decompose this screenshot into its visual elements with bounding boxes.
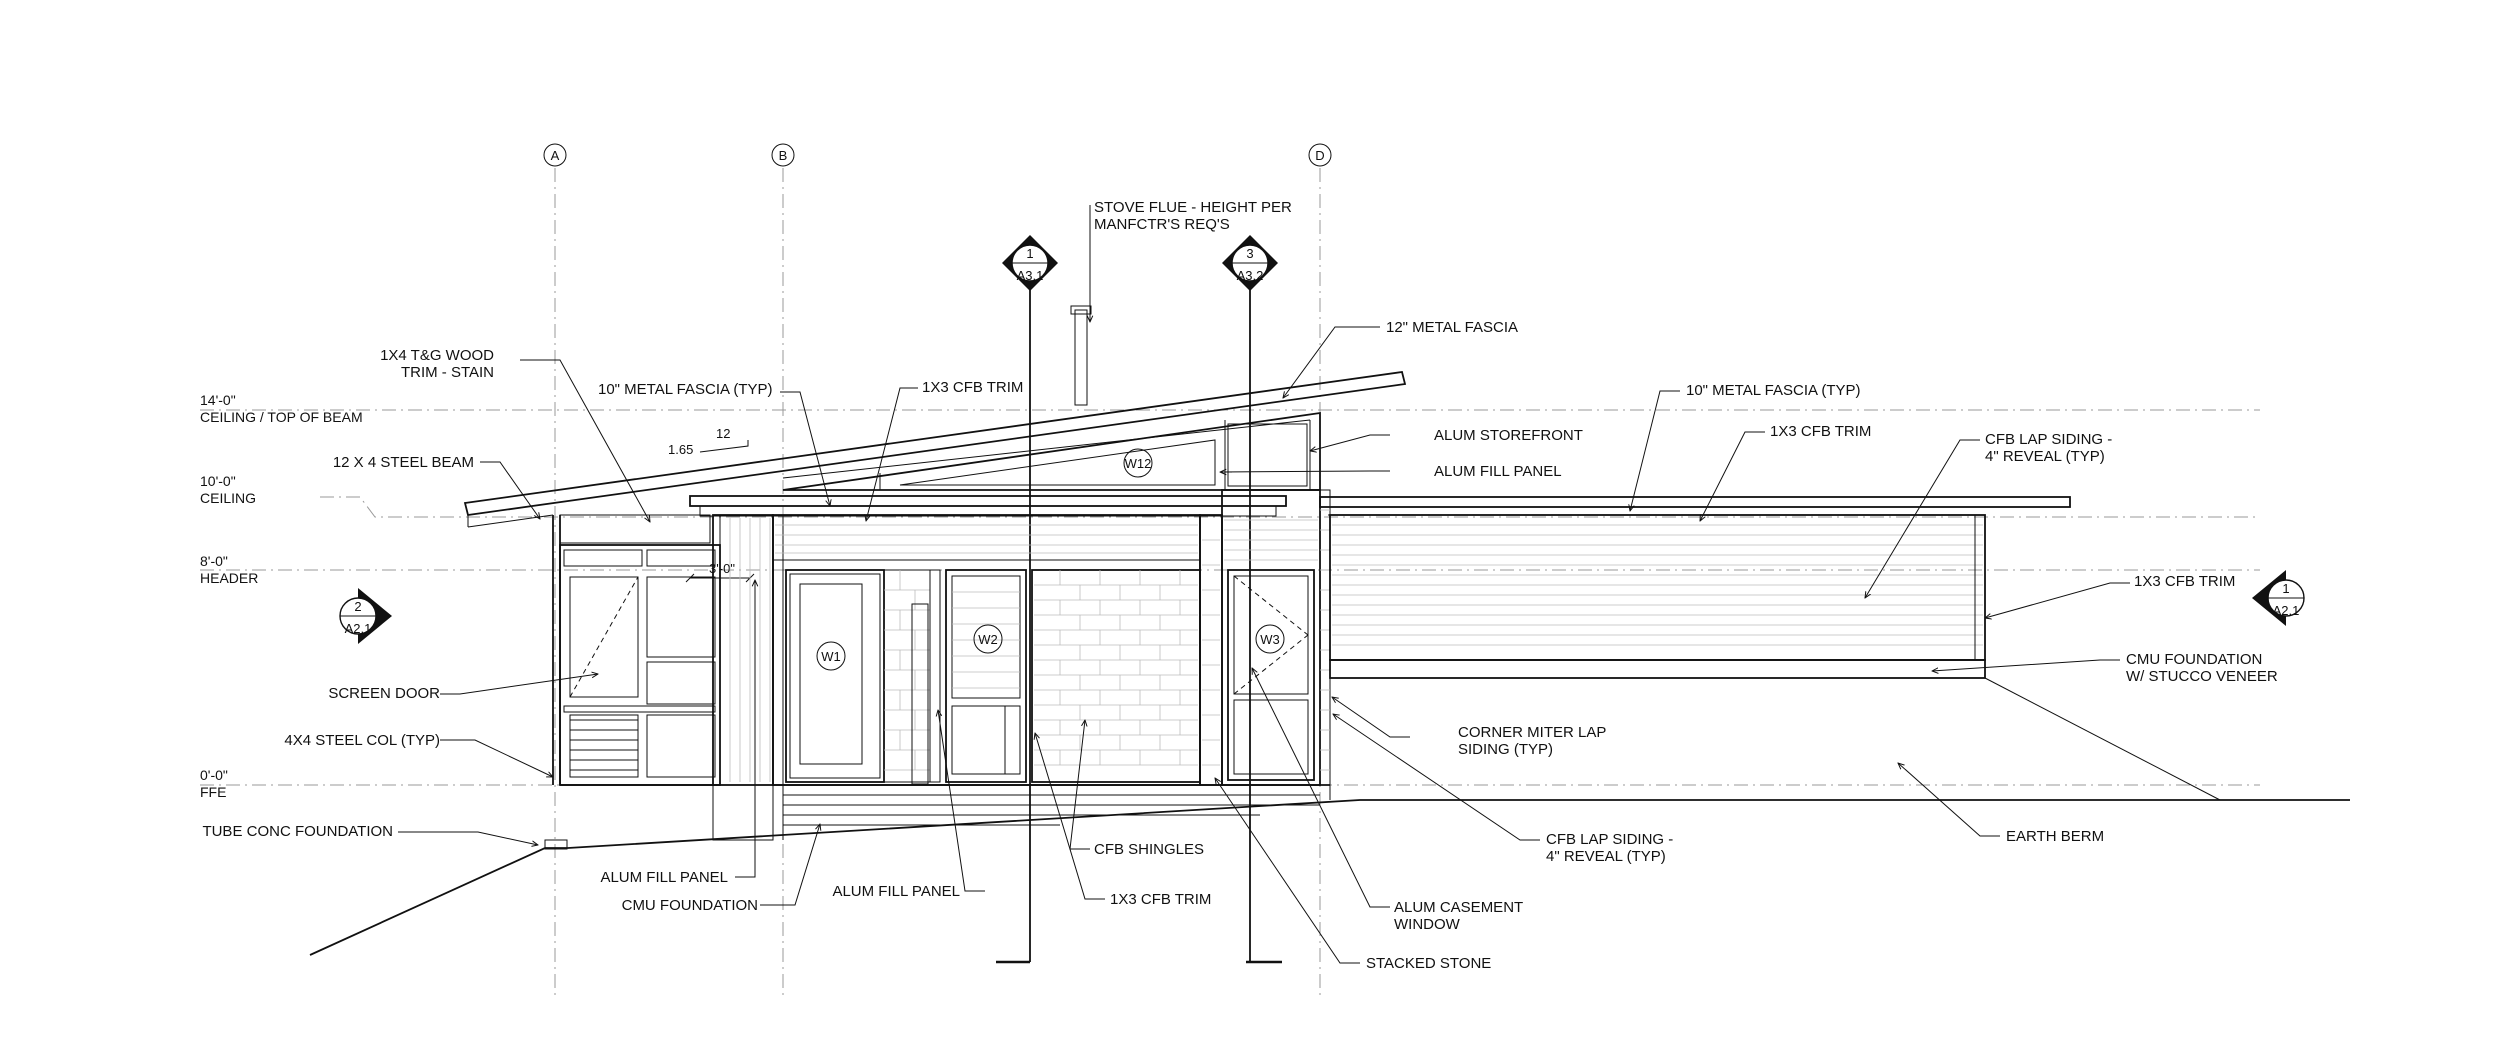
window-tag-w2: W2 — [973, 624, 1003, 654]
level-8-elevation: 8'-0" — [200, 553, 228, 569]
label-cmu-stucco-line-2: W/ STUCCO VENEER — [2126, 668, 2278, 685]
cfb-shingle-pattern — [1034, 570, 1198, 766]
level-0-name: FFE — [200, 784, 226, 800]
label-tube-conc-foundation: TUBE CONC FOUNDATION — [202, 823, 393, 840]
level-14-elevation: 14'-0" — [200, 392, 236, 408]
grid-label-d: D — [1315, 148, 1324, 163]
grid-bubble-b: B — [771, 143, 795, 167]
label-cmu-foundation: CMU FOUNDATION — [622, 897, 758, 914]
section-marker-sheet: A3.2 — [1237, 268, 1264, 283]
slope-run: 12 — [716, 426, 730, 441]
clerestory-storefront — [782, 411, 1321, 491]
label-alum-casement-line-1: ALUM CASEMENT — [1394, 899, 1523, 916]
elevation-marker-2-a2-1[interactable]: 2 A2.1 — [339, 588, 392, 644]
label-wood-trim-line-2: TRIM - STAIN — [401, 364, 494, 381]
label-10-metal-fascia-right: 10" METAL FASCIA (TYP) — [1686, 382, 1861, 399]
label-wood-trim-line-1: 1X4 T&G WOOD — [380, 347, 494, 364]
label-stove-flue-line-1: STOVE FLUE - HEIGHT PER — [1094, 199, 1292, 216]
window-tag-w2-label: W2 — [978, 632, 998, 647]
level-10-name: CEILING — [200, 490, 256, 506]
right-wing-fascia — [1319, 496, 2071, 516]
label-12-metal-fascia: 12" METAL FASCIA — [1386, 319, 1518, 336]
center-fascia — [689, 495, 1287, 517]
elevation-marker-number: 1 — [2282, 581, 2289, 596]
elevation-marker-sheet: A2.1 — [345, 621, 372, 636]
w2-stone-pattern — [952, 591, 1020, 689]
section-marker-1-a3-1[interactable]: 1 A3.1 — [1002, 235, 1058, 291]
right-wing-wall — [1329, 514, 1986, 679]
window-tag-w3-label: W3 — [1260, 632, 1280, 647]
section-marker-number: 3 — [1246, 246, 1253, 261]
label-cfb-trim-bottom: 1X3 CFB TRIM — [1110, 891, 1211, 908]
grid-label-b: B — [779, 148, 788, 163]
level-lines — [200, 409, 2260, 786]
label-corner-miter-line-1: CORNER MITER LAP — [1458, 724, 1606, 741]
level-14-name: CEILING / TOP OF BEAM — [200, 409, 363, 425]
window-tag-w1-label: W1 — [821, 649, 841, 664]
section-cut-lines — [996, 290, 1282, 964]
window-tag-w12-label: W12 — [1125, 456, 1152, 471]
dimension-text: 3'-0" — [709, 561, 735, 576]
callout-labels: STOVE FLUE - HEIGHT PER MANFCTR'S REQ'S … — [202, 199, 2277, 972]
window-tag-w3: W3 — [1255, 624, 1285, 654]
window-tag-w1: W1 — [816, 641, 846, 671]
label-cfb-lap-siding-line-1: CFB LAP SIDING - — [1985, 431, 2112, 448]
label-cfb-trim-far-right: 1X3 CFB TRIM — [2134, 573, 2235, 590]
elevation-marker-sheet: A2.1 — [2273, 603, 2300, 618]
center-wall — [712, 514, 1223, 786]
label-corner-miter-line-2: SIDING (TYP) — [1458, 741, 1553, 758]
label-alum-casement-line-2: WINDOW — [1394, 916, 1461, 933]
section-marker-sheet: A3.1 — [1017, 268, 1044, 283]
label-alum-fill-panel-mid: ALUM FILL PANEL — [832, 883, 960, 900]
level-0-elevation: 0'-0" — [200, 767, 228, 783]
foundation-and-grade — [309, 677, 2350, 956]
label-cfb-lap-siding-line-2: 4" REVEAL (TYP) — [1985, 448, 2105, 465]
label-alum-fill-panel-top: ALUM FILL PANEL — [1434, 463, 1562, 480]
label-alum-storefront: ALUM STOREFRONT — [1434, 427, 1583, 444]
label-cfb-lap-low-line-1: CFB LAP SIDING - — [1546, 831, 1673, 848]
level-8-name: HEADER — [200, 570, 258, 586]
roof-slope-indicator: 12 1.65 — [668, 426, 749, 457]
elevation-marker-1-a2-1[interactable]: 1 A2.1 — [2252, 570, 2305, 626]
stacked-stone-pattern — [884, 570, 930, 771]
elevation-marker-number: 2 — [354, 599, 361, 614]
label-cfb-trim-right: 1X3 CFB TRIM — [1770, 423, 1871, 440]
screened-porch — [552, 514, 721, 786]
label-10-metal-fascia-left: 10" METAL FASCIA (TYP) — [598, 381, 773, 398]
label-screen-door: SCREEN DOOR — [328, 685, 440, 702]
level-10-elevation: 10'-0" — [200, 473, 236, 489]
label-stacked-stone: STACKED STONE — [1366, 955, 1491, 972]
label-cmu-stucco-line-1: CMU FOUNDATION — [2126, 651, 2262, 668]
label-earth-berm: EARTH BERM — [2006, 828, 2104, 845]
label-cfb-trim-top: 1X3 CFB TRIM — [922, 379, 1023, 396]
grid-label-a: A — [551, 148, 560, 163]
section-marker-number: 1 — [1026, 246, 1033, 261]
label-cfb-lap-low-line-2: 4" REVEAL (TYP) — [1546, 848, 1666, 865]
label-cfb-shingles: CFB SHINGLES — [1094, 841, 1204, 858]
grid-bubble-d: D — [1308, 143, 1332, 167]
callout-leaders — [398, 205, 2130, 964]
slope-rise: 1.65 — [668, 442, 693, 457]
grid-bubble-a: A — [543, 143, 567, 167]
label-stove-flue-line-2: MANFCTR'S REQ'S — [1094, 216, 1230, 233]
window-tag-w12: W12 — [1123, 448, 1153, 478]
label-steel-col: 4X4 STEEL COL (TYP) — [284, 732, 440, 749]
label-alum-fill-panel-left: ALUM FILL PANEL — [600, 869, 728, 886]
stove-flue — [1070, 305, 1092, 406]
section-marker-3-a3-2[interactable]: 3 A3.2 — [1222, 235, 1278, 291]
label-steel-beam: 12 X 4 STEEL BEAM — [333, 454, 474, 471]
